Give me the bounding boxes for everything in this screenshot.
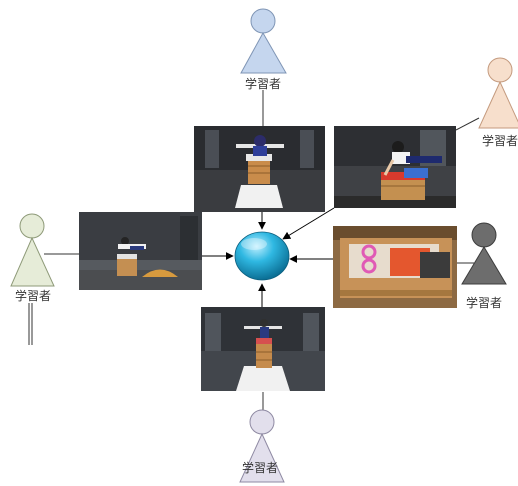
central-hub	[234, 231, 290, 281]
learner-topright-label: 学習者	[482, 133, 518, 148]
learner-left-body	[10, 236, 55, 287]
learner-right: 学習者	[461, 222, 507, 310]
learner-top-body	[240, 31, 287, 74]
learner-bottom-body	[239, 432, 285, 483]
learner-left-label: 学習者	[15, 288, 51, 303]
learner-topright: 学習者	[478, 57, 518, 148]
learner-right-head	[471, 222, 497, 248]
learner-left-head	[19, 213, 45, 239]
learner-bottom-head	[249, 409, 275, 435]
photo-bottom	[201, 307, 325, 391]
learner-right-body	[461, 246, 507, 285]
learner-bottom-label: 学習者	[242, 460, 278, 475]
learner-topright-head	[487, 57, 513, 83]
topright-learner-connector	[455, 117, 480, 131]
hub-highlight	[241, 238, 267, 250]
photo-left	[79, 212, 202, 290]
learner-bottom: 学習者	[239, 409, 285, 483]
learner-left: 学習者	[10, 213, 55, 345]
learner-top: 学習者	[240, 8, 287, 91]
photo-top	[194, 126, 325, 212]
learner-right-label: 学習者	[466, 295, 502, 310]
photo-right	[333, 226, 457, 308]
arrow-topright	[282, 207, 335, 240]
photo-topright	[334, 126, 456, 208]
learner-topright-body	[478, 80, 518, 129]
learner-top-label: 学習者	[245, 76, 281, 91]
learner-top-head	[250, 8, 276, 34]
